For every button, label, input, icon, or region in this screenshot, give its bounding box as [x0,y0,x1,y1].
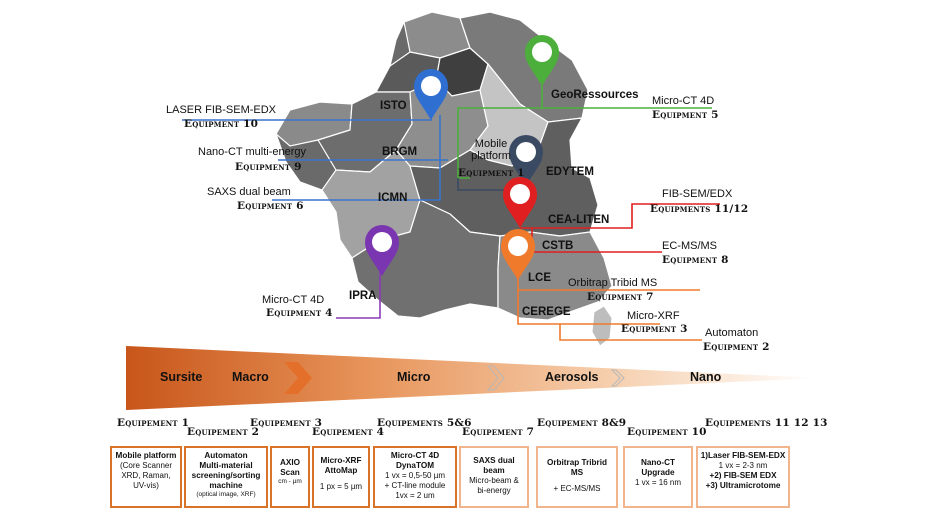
box-line: XRD, Raman, [121,471,171,480]
eq1-label: Equipment 1 [458,167,525,179]
box-line: +2) FIB-SEM EDX [709,471,777,480]
chevron-micro-aerosols [486,365,505,391]
box-line: 1 px = 5 µm [319,482,363,491]
eq4-label: Equipment 4 [266,307,333,319]
box-title: Nano-CT Upgrade [640,458,676,477]
eq11-name: FIB-SEM/EDX [662,188,733,200]
box-saxs: SAXS dual beam Micro-beam & bi-energy [459,446,529,508]
box-line: bi-energy [477,486,511,495]
box-line: 1 vx = 2-3 nm [718,461,768,470]
box-line: (Core Scanner [119,461,173,470]
equip-label-10: Equipement 10 [627,426,707,438]
box-nano-ct: Nano-CT Upgrade 1 vx = 16 nm [623,446,693,508]
site-lce: LCE [528,272,551,284]
site-brgm: BRGM [382,146,418,158]
eq11-label: Equipments 11/12 [650,203,749,215]
connector-georessources [457,82,712,179]
site-isto: ISTO [380,100,407,112]
box-title: Micro-XRF AttoMap [320,456,362,475]
equip-label-2: Equipement 2 [187,426,260,438]
equip-label-3: Equipement 3 [250,417,323,429]
eq8-label: Equipment 8 [662,254,729,266]
equip-label-4: Equipement 4 [312,426,385,438]
equip-label-1: Equipement 1 [117,417,190,429]
site-cstb: CSTB [542,240,574,252]
chevron-macro-micro [284,362,312,394]
eq6-label: Equipment 6 [237,200,304,212]
box-line: 1 vx = 16 nm [634,478,682,487]
pin-isto [414,69,448,120]
box-line: 1vx = 2 um [395,491,435,500]
connector-lce [517,278,702,341]
eq5-name: Micro-CT 4D [652,95,715,107]
eq7-label: Equipment 7 [587,291,654,303]
box-title: SAXS dual beam [473,456,515,475]
pin-ipra [365,225,399,276]
equip-label-7: Equipement 7 [462,426,535,438]
connector-ipra [336,272,381,319]
eq8-name: EC-MS/MS [662,240,717,252]
box-micro-ct: Micro-CT 4D DynaTOM 1 vx = 0,5-50 µm + C… [373,446,457,508]
box-line: 1 vx = 0,5-50 µm [385,471,445,480]
site-mobile-platform: Mobile platform [471,138,511,162]
box-automaton: Automaton Multi-material screening/sorti… [184,446,268,508]
eq10-name: LASER FIB-SEM-EDX [166,104,277,116]
eq4-name: Micro-CT 4D [262,294,325,306]
eq10-label: Equipment 10 [184,118,259,130]
box-line: UV-vis) [133,481,159,490]
site-cerege: CEREGE [522,306,571,318]
box-title: 1)Laser FIB-SEM-EDX [700,451,786,460]
eq9-label: Equipment 9 [235,161,302,173]
eq3-label: Equipment 3 [621,323,688,335]
equip-label-8-9: Equipement 8&9 [537,417,627,429]
band-micro: Micro [397,370,431,384]
box-title: AXIO Scan [279,458,301,477]
pin-georessources [525,35,559,86]
band-macro: Macro [232,370,269,384]
box-line: +3) Ultramicrotome [705,481,781,490]
chevron-aerosols-nano [610,369,625,387]
box-title: Orbitrap Tribrid MS [546,458,608,477]
eq5-label: Equipment 5 [652,109,719,121]
pin-cea-liten [503,177,537,228]
scale-wedge [126,346,820,410]
box-title: Micro-CT 4D DynaTOM [390,451,440,470]
band-nano: Nano [690,370,722,384]
eq3-name: Micro-XRF [627,310,680,322]
site-ipra: IPRA [349,290,377,302]
box-mobile-platform: Mobile platform (Core Scanner XRD, Raman… [110,446,182,508]
site-icmn: ICMN [378,192,408,204]
box-line: + EC-MS/MS [553,484,601,493]
equip-label-11-13: Equipements 11 12 13 [705,417,828,429]
band-sursite: Sursite [160,370,203,384]
box-title: Automaton Multi-material screening/sorti… [191,451,261,490]
eq2-label: Equipment 2 [703,341,770,353]
band-aerosols: Aerosols [545,370,599,384]
pin-lce [501,229,535,280]
eq2-name: Automaton [705,327,759,339]
box-orbitrap: Orbitrap Tribrid MS + EC-MS/MS [536,446,618,508]
site-cea-liten: CEA-LITEN [548,214,610,226]
box-line: Micro-beam & [469,476,519,485]
box-micro-xrf: Micro-XRF AttoMap 1 px = 5 µm [312,446,370,508]
equip-label-5-6: Equipements 5&6 [377,417,472,429]
box-axio-scan: AXIO Scan cm - µm [270,446,310,508]
box-small: (optical image, XRF) [196,491,256,498]
eq6-name: SAXS dual beam [207,186,291,198]
eq7-name: Orbitrap Tribid MS [568,277,658,289]
box-small: cm - µm [278,478,302,485]
eq9-name: Nano-CT multi-energy [198,146,307,158]
site-edytem: EDYTEM [546,166,594,178]
site-georessources: GeoRessources [551,89,639,101]
box-line: + CT-line module [384,481,446,490]
corsica [591,305,613,347]
box-title: Mobile platform [115,451,177,460]
pin-edytem [509,135,543,186]
box-laser-fib: 1)Laser FIB-SEM-EDX 1 vx = 2-3 nm +2) FI… [696,446,790,508]
